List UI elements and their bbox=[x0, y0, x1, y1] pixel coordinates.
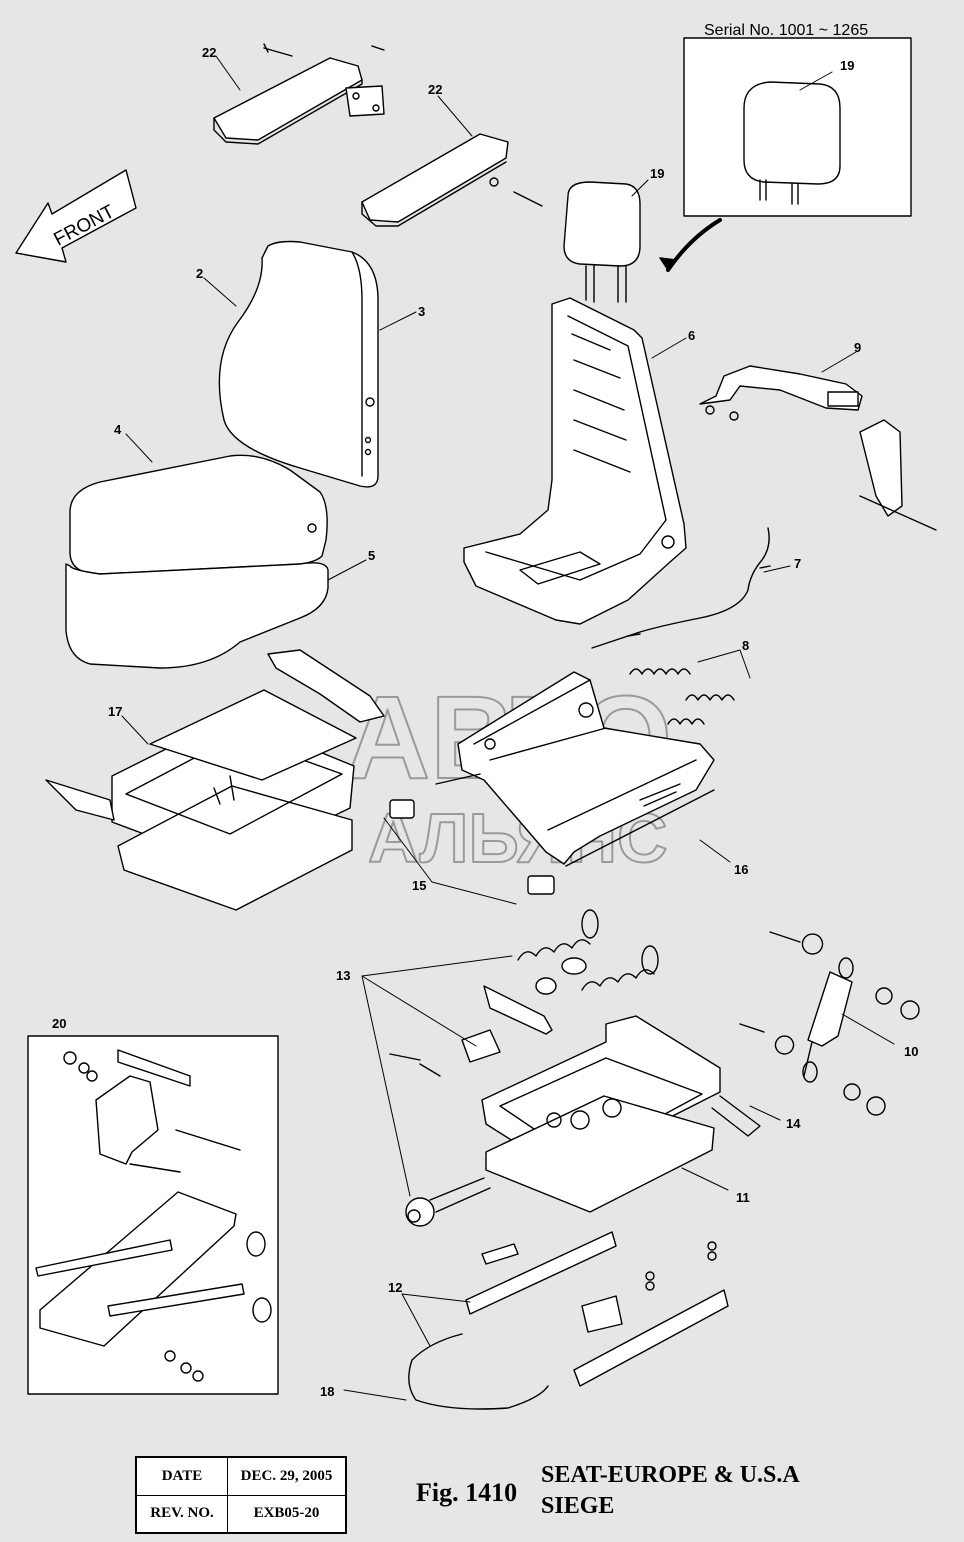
callout-10: 10 bbox=[904, 1044, 918, 1059]
callout-21: 22 bbox=[202, 45, 216, 60]
front-direction-arrow: FRONT bbox=[15, 169, 137, 263]
suspension-bellows bbox=[45, 649, 385, 911]
callout-12: 12 bbox=[388, 1280, 402, 1295]
callout-16: 16 bbox=[734, 862, 748, 877]
callout-18: 18 bbox=[320, 1384, 334, 1399]
callout-14: 14 bbox=[786, 1116, 801, 1131]
callout-22: 22 bbox=[428, 82, 442, 97]
callout-13: 13 bbox=[336, 968, 350, 983]
callout-9: 9 bbox=[854, 340, 861, 355]
seat-rails bbox=[465, 1231, 729, 1387]
date-label: DATE bbox=[135, 1456, 228, 1496]
suspension-base bbox=[405, 1015, 761, 1227]
callout-7: 7 bbox=[794, 556, 801, 571]
serial-note: Serial No. 1001 ~ 1265 bbox=[704, 22, 868, 39]
callout-19-inset: 19 bbox=[840, 58, 854, 73]
armrest-right bbox=[361, 133, 543, 227]
seat-frame bbox=[463, 297, 687, 625]
callout-6: 6 bbox=[688, 328, 695, 343]
rev-label: REV. NO. bbox=[135, 1494, 228, 1534]
callout-17: 17 bbox=[108, 704, 122, 719]
callout-20: 20 bbox=[52, 1016, 66, 1031]
callout-3: 3 bbox=[418, 304, 425, 319]
armrest-left bbox=[213, 43, 385, 145]
figure-title-line1: SEAT-EUROPE & U.S.A bbox=[541, 1462, 800, 1488]
shock-absorber bbox=[739, 931, 920, 1116]
covers bbox=[389, 799, 555, 895]
figure-title: SEAT-EUROPE & U.S.A SIEGE bbox=[541, 1460, 800, 1522]
inset-serial-box bbox=[659, 37, 912, 272]
callout-5: 5 bbox=[368, 548, 375, 563]
callout-8: 8 bbox=[742, 638, 749, 653]
slide-rail-assembly bbox=[435, 671, 715, 867]
spring-kit bbox=[389, 909, 659, 1077]
callout-11: 11 bbox=[736, 1190, 750, 1205]
rev-value: EXB05-20 bbox=[227, 1494, 347, 1534]
figure-number: Fig. 1410 bbox=[416, 1478, 518, 1507]
callout-19-main: 19 bbox=[650, 166, 664, 181]
return-springs bbox=[629, 668, 735, 725]
figure-title-line2: SIEGE bbox=[541, 1493, 615, 1519]
seat-cushion bbox=[65, 454, 329, 669]
seat-belt bbox=[699, 365, 937, 531]
callout-15: 15 bbox=[412, 878, 426, 893]
adjust-lever bbox=[408, 1333, 549, 1410]
callout-2: 2 bbox=[196, 266, 203, 281]
headrest bbox=[563, 181, 641, 303]
callout-4: 4 bbox=[114, 422, 122, 437]
release-cable bbox=[591, 527, 771, 649]
leader-lines bbox=[121, 55, 895, 1401]
backrest-cushion bbox=[218, 240, 379, 488]
date-value: DEC. 29, 2005 bbox=[227, 1456, 347, 1496]
inset-lower-mount bbox=[27, 1035, 279, 1395]
revision-info-table: DATE DEC. 29, 2005 REV. NO. EXB05-20 bbox=[135, 1456, 347, 1534]
